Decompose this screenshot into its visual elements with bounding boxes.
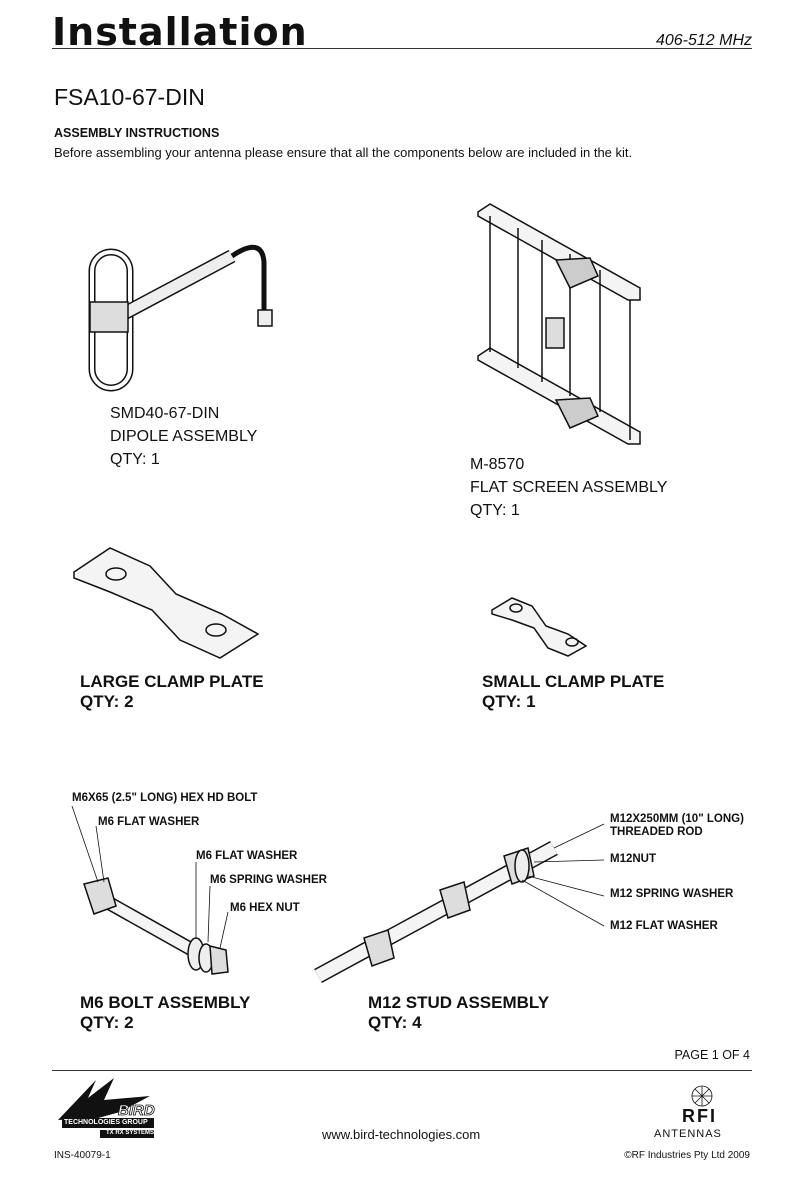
rfi-logo-sub: ANTENNAS <box>654 1128 722 1140</box>
document-number: INS-40079-1 <box>54 1150 111 1161</box>
header-divider <box>52 48 752 49</box>
m12-stud-qty: QTY: 4 <box>368 1013 422 1032</box>
small-clamp-plate-illustration <box>491 597 588 657</box>
assembly-intro: Before assembling your antenna please en… <box>54 145 633 160</box>
flat-screen-label: M-8570 FLAT SCREEN ASSEMBLY QTY: 1 <box>470 455 667 521</box>
callout-m12-spring-washer: M12 SPRING WASHER <box>610 888 734 900</box>
m6-bolt-label: M6 BOLT ASSEMBLY QTY: 2 <box>80 993 250 1033</box>
m12-stud-illustration <box>314 823 605 984</box>
dipole-qty: QTY: 1 <box>110 451 160 468</box>
assembly-heading: ASSEMBLY INSTRUCTIONS <box>54 126 220 140</box>
flat-screen-part-number: M-8570 <box>470 456 525 473</box>
bird-logo-line2: TX RX SYSTEMS <box>106 1130 155 1136</box>
dipole-label: SMD40-67-DIN DIPOLE ASSEMBLY QTY: 1 <box>110 404 257 470</box>
callout-m6-bolt: M6X65 (2.5" LONG) HEX HD BOLT <box>72 792 258 804</box>
rfi-logo-icon <box>691 1085 713 1107</box>
bird-logo-line1: TECHNOLOGIES GROUP <box>64 1119 148 1126</box>
bird-logo-text: BIRD <box>118 1102 155 1120</box>
callout-m6-hex-nut: M6 HEX NUT <box>230 902 300 914</box>
website-link[interactable]: www.bird-technologies.com <box>322 1127 481 1142</box>
dipole-name: DIPOLE ASSEMBLY <box>110 428 258 445</box>
copyright: ©RF Industries Pty Ltd 2009 <box>624 1150 750 1161</box>
small-clamp-qty: QTY: 1 <box>482 692 536 711</box>
small-clamp-label: SMALL CLAMP PLATE QTY: 1 <box>482 672 664 712</box>
m12-stud-name: M12 STUD ASSEMBLY <box>368 993 550 1012</box>
footer-divider <box>52 1070 752 1071</box>
callout-m12-flat-washer: M12 FLAT WASHER <box>610 920 718 932</box>
large-clamp-label: LARGE CLAMP PLATE QTY: 2 <box>80 672 264 712</box>
callout-m6-spring-washer: M6 SPRING WASHER <box>210 874 327 886</box>
m6-bolt-illustration <box>71 805 229 975</box>
frequency-range: 406-512 MHz <box>655 32 752 49</box>
callout-m12-rod: M12X250MM (10" LONG) THREADED ROD <box>610 813 744 839</box>
callout-m6-flat-washer-1: M6 FLAT WASHER <box>98 816 200 828</box>
flat-screen-qty: QTY: 1 <box>470 502 520 519</box>
dipole-illustration <box>88 244 273 392</box>
m6-bolt-name: M6 BOLT ASSEMBLY <box>80 993 251 1012</box>
large-clamp-qty: QTY: 2 <box>80 692 134 711</box>
m6-bolt-qty: QTY: 2 <box>80 1013 134 1032</box>
callout-m12-rod-line1: M12X250MM (10" LONG) <box>610 813 744 825</box>
flat-screen-illustration <box>477 203 641 445</box>
dipole-part-number: SMD40-67-DIN <box>110 405 220 422</box>
page-number: PAGE 1 OF 4 <box>674 1048 751 1062</box>
bird-logo-icon <box>58 1078 154 1138</box>
large-clamp-name: LARGE CLAMP PLATE <box>80 672 264 691</box>
page-title: Installation <box>52 10 308 54</box>
rfi-logo-text: RFI <box>682 1106 717 1126</box>
model-number: FSA10-67-DIN <box>54 84 205 110</box>
small-clamp-name: SMALL CLAMP PLATE <box>482 672 665 691</box>
flat-screen-name: FLAT SCREEN ASSEMBLY <box>470 479 668 496</box>
large-clamp-plate-illustration <box>73 547 260 659</box>
m12-stud-label: M12 STUD ASSEMBLY QTY: 4 <box>368 993 549 1033</box>
callout-m6-flat-washer-2: M6 FLAT WASHER <box>196 850 298 862</box>
callout-m12-rod-line2: THREADED ROD <box>610 826 703 838</box>
callout-m12-nut: M12NUT <box>610 853 657 865</box>
